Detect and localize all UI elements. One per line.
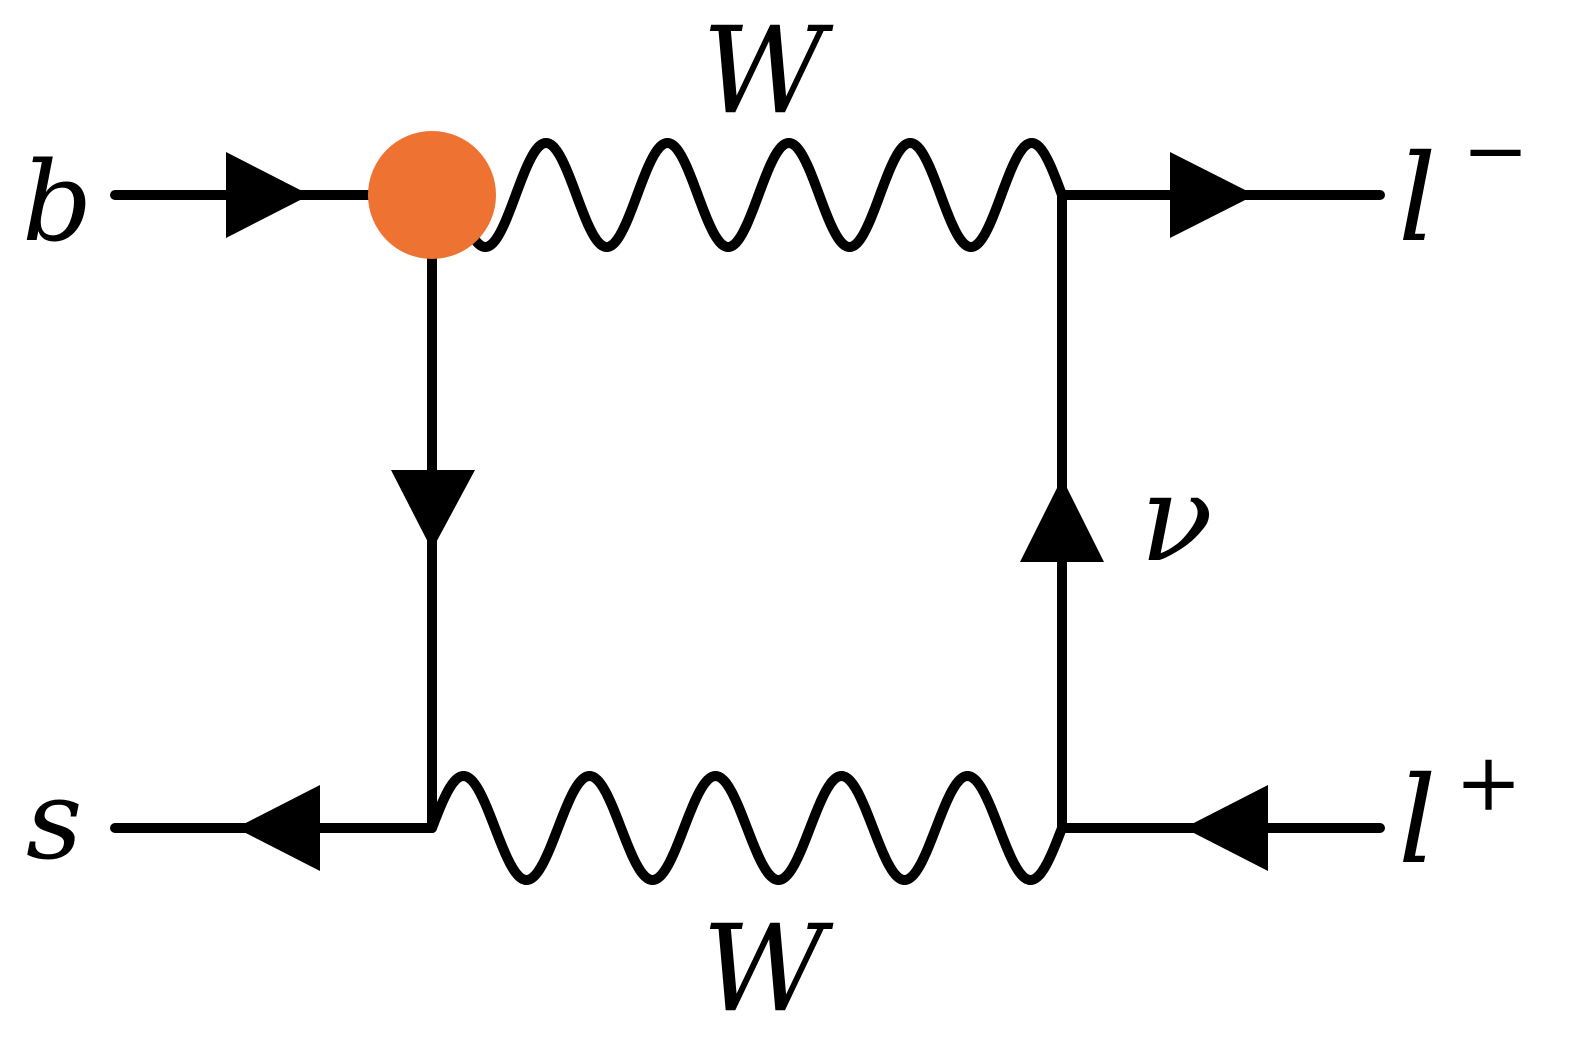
label-b: b — [22, 138, 92, 266]
internal-arrow — [391, 470, 475, 550]
label-l-minus-sup: − — [1462, 104, 1529, 197]
s-arrow — [236, 785, 320, 871]
label-w-top: W — [702, 2, 834, 141]
label-l-plus: l — [1398, 752, 1436, 891]
w-boson-top-line — [450, 138, 1067, 252]
neutrino-arrow — [1020, 478, 1104, 562]
w-boson-bottom-line — [427, 771, 1067, 885]
label-l-plus-sup: + — [1455, 736, 1522, 829]
b-arrow — [226, 152, 310, 238]
label-l-minus: l — [1398, 130, 1436, 269]
label-nu: ν — [1140, 450, 1213, 589]
label-s: s — [26, 756, 82, 884]
l-minus-arrow — [1170, 152, 1255, 238]
effective-vertex-blob — [368, 131, 496, 259]
l-plus-arrow — [1184, 785, 1268, 871]
label-w-bottom: W — [702, 900, 834, 1039]
